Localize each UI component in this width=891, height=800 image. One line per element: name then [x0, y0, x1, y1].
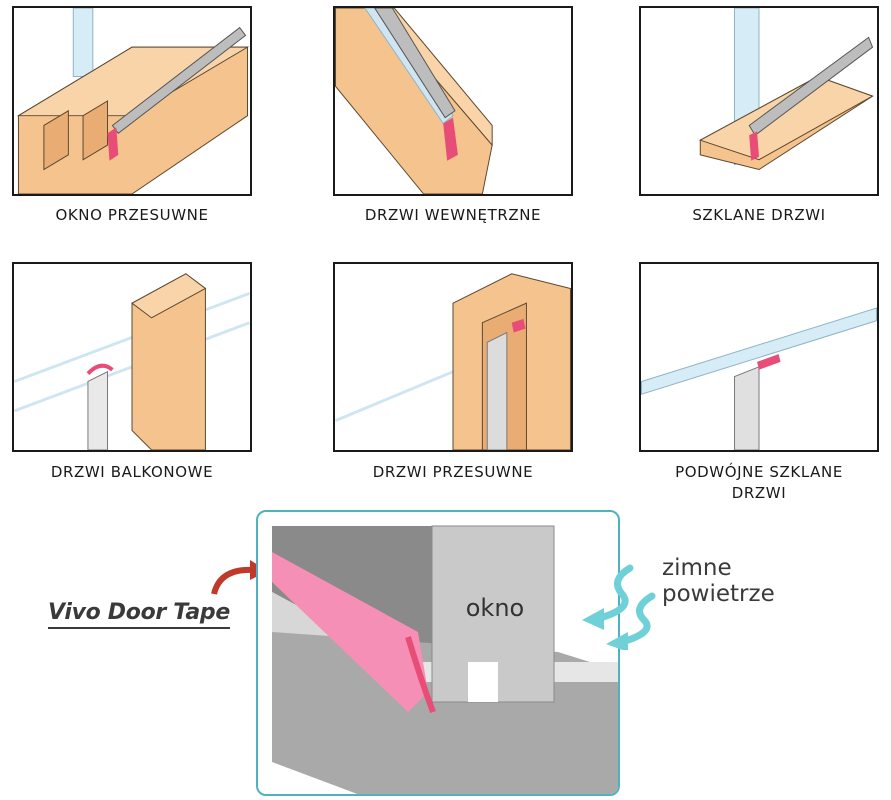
- sliding-door-illustration: [335, 273, 571, 450]
- tape-cross-section-illustration: [272, 525, 618, 794]
- cold-air-label-line1: zimne: [662, 555, 732, 581]
- cold-air-label-line2: powietrze: [662, 581, 775, 607]
- caption-interior-door: DRZWI WEWNĘTRZNE: [364, 206, 542, 224]
- panel-glass-door: [639, 6, 879, 196]
- panel-sliding-door: [333, 262, 573, 452]
- brand-label: Vivo Door Tape: [48, 600, 230, 629]
- glass-door-illustration: [699, 8, 874, 171]
- panel-double-glass-door: [639, 262, 879, 452]
- interior-door-illustration: [335, 8, 493, 194]
- caption-sliding-door: DRZWI PRZESUWNE: [372, 463, 534, 481]
- panel-interior-door: [333, 6, 573, 196]
- caption-sliding-window: OKNO PRZESUWNE: [55, 206, 209, 224]
- caption-balcony-door: DRZWI BALKONOWE: [50, 463, 214, 481]
- panel-balcony-door: [12, 262, 252, 452]
- panel-sliding-window: [12, 6, 252, 196]
- caption-glass-door: SZKLANE DRZWI: [692, 206, 826, 224]
- balcony-door-illustration: [14, 273, 250, 450]
- caption-double-glass-door: PODWÓJNE SZKLANE DRZWI: [675, 463, 843, 502]
- window-label: okno: [465, 594, 525, 622]
- double-glass-door-illustration: [641, 307, 877, 450]
- tape-detail-frame: [256, 510, 620, 796]
- sliding-window-illustration: [16, 8, 250, 194]
- wavy-arrow-icon: [582, 564, 656, 650]
